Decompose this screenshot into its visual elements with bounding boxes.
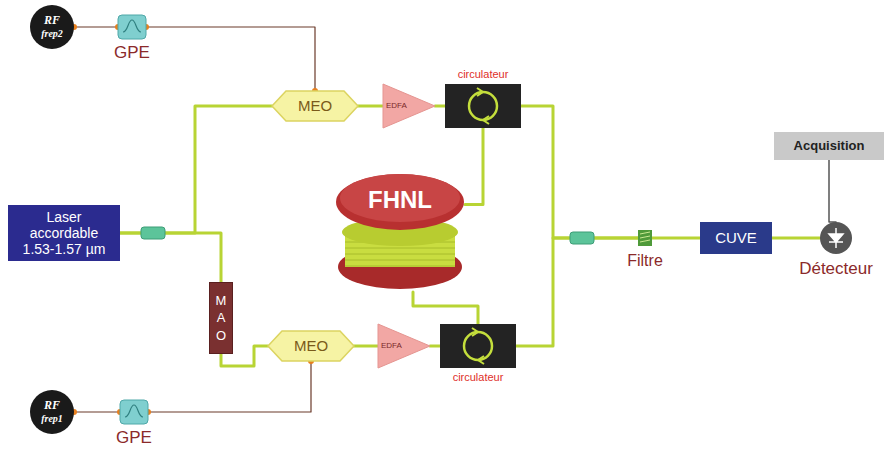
spool-label: FHNL: [368, 186, 432, 214]
filter-label: GPE: [116, 428, 152, 448]
filter-label: GPE: [114, 43, 150, 63]
optical-fiber: [120, 106, 272, 233]
rf-label: RF: [44, 399, 60, 413]
rf-cable: [74, 411, 120, 412]
optical-fiber: [120, 233, 221, 282]
optical-fiber: [358, 105, 383, 108]
optical-fiber: [516, 238, 638, 346]
filter-icon: [120, 400, 148, 424]
laser-box: Laser accordable 1.53-1.57 µm: [8, 205, 120, 261]
fiber-spool: FHNL: [335, 172, 465, 292]
bandpass-filter: GPE: [118, 15, 146, 39]
modulator-label: MAO: [215, 292, 228, 345]
modulator-label: MEO: [298, 97, 332, 114]
rf-cable: [146, 27, 315, 91]
rf-label: frep2: [41, 28, 63, 40]
circulator: circulateur: [440, 324, 516, 368]
amplifier-label: EDFA: [386, 101, 407, 110]
optical-fiber: [413, 292, 478, 324]
optical-filter: Filtre: [638, 230, 652, 246]
circulator-symbol: [445, 84, 521, 128]
circulator-symbol: [440, 324, 516, 368]
box-label: Acquisition: [794, 139, 865, 154]
box-label: CUVE: [715, 229, 757, 246]
amplifier-label: EDFA: [381, 341, 402, 350]
cell-box: CUVE: [700, 222, 772, 254]
eo-modulator: MEO: [268, 331, 354, 361]
amplifier-triangle: EDFA: [378, 324, 430, 368]
optical-fiber: [465, 128, 483, 204]
acquisition-box: Acquisition: [774, 132, 884, 160]
modulator-label: MEO: [294, 337, 328, 354]
rf-label: RF: [44, 14, 60, 28]
rf-cable: [74, 26, 118, 27]
optical-fiber: [772, 237, 820, 240]
signal-wire: [829, 160, 836, 222]
rf-source: RFfrep2: [30, 5, 74, 49]
rf-label: frep1: [41, 413, 63, 425]
amplifier-triangle: EDFA: [383, 84, 435, 128]
circulator-label: circulateur: [453, 371, 504, 384]
circulator-label: circulateur: [458, 68, 509, 81]
detector-label: Détecteur: [799, 259, 873, 279]
optical-fiber: [652, 237, 700, 240]
optical-fiber: [430, 345, 440, 348]
eo-modulator: MEO: [272, 91, 358, 121]
photodetector: Détecteur: [820, 222, 852, 254]
bandpass-filter: GPE: [120, 400, 148, 424]
filter-icon: [638, 230, 652, 246]
optical-fiber: [435, 105, 445, 108]
rf-source: RFfrep1: [30, 390, 74, 434]
fiber-coupler: [570, 232, 594, 244]
filter-label: Filtre: [627, 252, 663, 270]
box-label: Laser accordable 1.53-1.57 µm: [13, 209, 115, 257]
detector-icon: [820, 222, 852, 254]
optical-fiber: [521, 106, 638, 238]
filter-icon: [118, 15, 146, 39]
rf-cable: [148, 361, 311, 412]
circulator: circulateur: [445, 84, 521, 128]
optical-fiber: [354, 345, 378, 348]
fiber-coupler: [141, 227, 165, 239]
ao-modulator: MAO: [209, 282, 233, 354]
